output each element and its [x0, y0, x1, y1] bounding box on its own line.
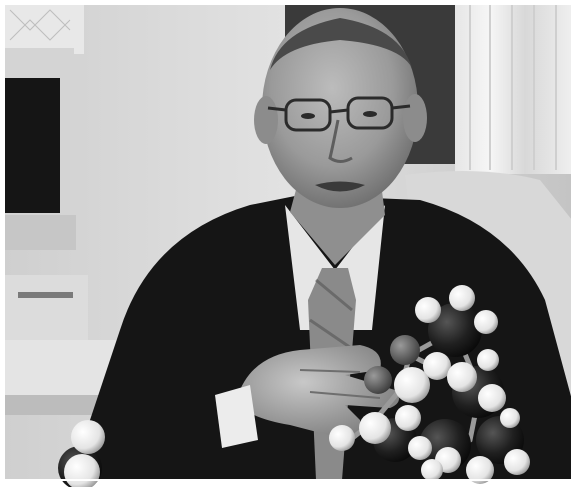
wall-pattern-panel	[4, 4, 84, 54]
shirt-cuff	[215, 385, 258, 448]
computer-monitor	[4, 48, 76, 250]
curtain	[455, 4, 572, 174]
glasses	[267, 96, 411, 132]
molecular-model	[58, 285, 530, 487]
man-head	[254, 8, 427, 208]
hand	[240, 345, 399, 439]
